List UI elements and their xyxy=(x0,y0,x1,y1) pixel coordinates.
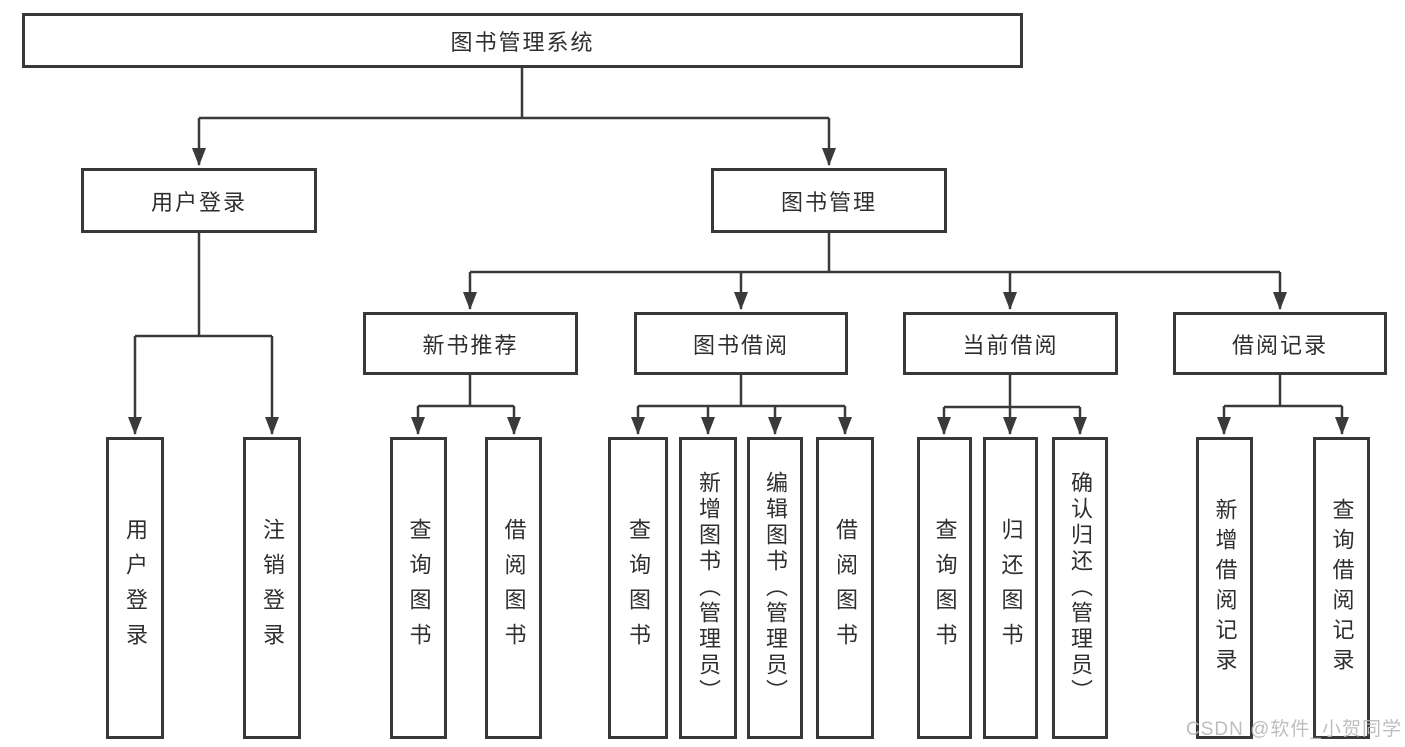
node-label: 新增图书（管理员） xyxy=(696,471,721,705)
leaf-add-book: 新增图书（管理员） xyxy=(679,437,737,739)
leaf-borrow-book-1: 借阅图书 xyxy=(485,437,542,739)
node-book-management: 图书管理 xyxy=(711,168,947,233)
leaf-query-book-2: 查询图书 xyxy=(608,437,668,739)
connector-borrow-records-children xyxy=(1217,375,1349,435)
connector-book-management-children xyxy=(463,233,1287,310)
csdn-watermark: CSDN @软件_小贺同学 xyxy=(1186,719,1402,740)
leaf-logout: 注销登录 xyxy=(243,437,301,739)
node-label: 查询图书 xyxy=(406,518,432,658)
node-book-borrow: 图书借阅 xyxy=(634,312,848,375)
node-label: 用户登录 xyxy=(150,189,247,215)
connector-root-to-level2 xyxy=(192,68,836,166)
leaf-return-book: 归还图书 xyxy=(983,437,1038,739)
leaf-query-book-3: 查询图书 xyxy=(917,437,972,739)
node-label: 查询图书 xyxy=(932,518,958,658)
node-label: 图书借阅 xyxy=(692,332,789,358)
node-label: 确认归还（管理员） xyxy=(1068,471,1093,705)
leaf-user-login: 用户登录 xyxy=(106,437,164,739)
node-label: 归还图书 xyxy=(998,518,1024,658)
leaf-query-record: 查询借阅记录 xyxy=(1313,437,1370,739)
connector-user-login-children xyxy=(128,233,279,435)
node-label: 图书管理 xyxy=(780,189,877,215)
node-label: 当前借阅 xyxy=(962,332,1059,358)
connector-current-borrow-children xyxy=(937,375,1087,435)
leaf-query-book-1: 查询图书 xyxy=(390,437,447,739)
connector-new-book-children xyxy=(411,375,521,435)
leaf-confirm-return: 确认归还（管理员） xyxy=(1052,437,1108,739)
node-label: 用户登录 xyxy=(123,518,148,658)
node-label: 查询图书 xyxy=(626,518,651,658)
node-label: 注销登录 xyxy=(260,518,285,658)
leaf-borrow-book-2: 借阅图书 xyxy=(816,437,874,739)
node-label: 借阅图书 xyxy=(501,518,527,658)
leaf-add-record: 新增借阅记录 xyxy=(1196,437,1253,739)
node-label: 新增借阅记录 xyxy=(1212,498,1238,678)
node-label: 查询借阅记录 xyxy=(1329,498,1355,678)
connector-book-borrow-children xyxy=(631,375,852,435)
node-user-login: 用户登录 xyxy=(81,168,317,233)
node-label: 借阅记录 xyxy=(1231,332,1328,358)
node-label: 图书管理系统 xyxy=(450,29,595,55)
node-label: 借阅图书 xyxy=(833,518,858,658)
node-new-book-recommend: 新书推荐 xyxy=(363,312,578,375)
node-label: 编辑图书（管理员） xyxy=(763,471,788,705)
node-label: 新书推荐 xyxy=(422,332,519,358)
node-borrow-records: 借阅记录 xyxy=(1173,312,1387,375)
leaf-edit-book: 编辑图书（管理员） xyxy=(747,437,803,739)
node-root-library-system: 图书管理系统 xyxy=(22,13,1023,68)
node-current-borrow: 当前借阅 xyxy=(903,312,1118,375)
